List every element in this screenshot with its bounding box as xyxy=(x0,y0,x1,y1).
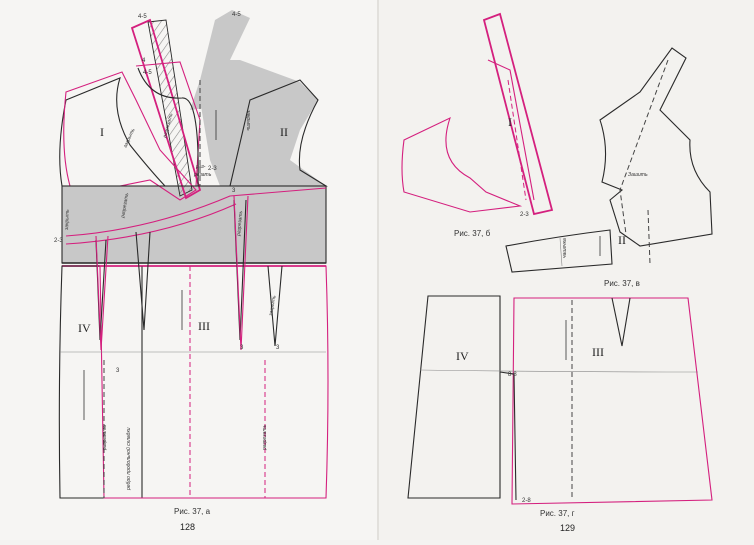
caption-37a: Рис. 37, а xyxy=(174,507,211,516)
note-rebro: ребро продольной складки xyxy=(125,427,132,491)
part-label-I-a: I xyxy=(100,125,104,139)
part-label-II-a: II xyxy=(280,125,288,139)
part-label-IV-g: IV xyxy=(456,349,469,363)
right-page xyxy=(378,0,754,540)
page-number-right: 129 xyxy=(560,523,575,533)
mark-45-right: 4-5 xyxy=(232,12,241,18)
part-label-III-a: III xyxy=(198,319,210,333)
mark-23-mid: 2-3 xyxy=(208,166,217,172)
mark-23-left: 2-3 xyxy=(54,238,63,244)
note-chashka: чашечка xyxy=(562,238,568,258)
mark-28: 2-8 xyxy=(522,498,531,504)
mark-23-b: 2-3 xyxy=(520,212,529,218)
part-label-III-g: III xyxy=(592,345,604,359)
note-razrezat-3: разрезать xyxy=(236,210,244,237)
note-razrezat-2: разрезать xyxy=(120,192,131,219)
mark-3-low-c: 3 xyxy=(276,345,280,351)
mark-4: 4 xyxy=(142,58,146,64)
part-label-IV-a: IV xyxy=(78,321,91,335)
note-zakryt-4: закрыть xyxy=(268,295,278,318)
figure-37b xyxy=(401,12,554,216)
mark-3-low-b: 3 xyxy=(240,345,244,351)
part-label-II-v: II xyxy=(618,233,626,247)
mark-88: 8-8 xyxy=(508,372,517,378)
note-zakryt-3: закрыть xyxy=(64,209,71,231)
note-razrezat-5: разрезать xyxy=(262,425,268,451)
mark-45-top: 4-5 xyxy=(138,14,147,20)
caption-37g: Рис. 37, г xyxy=(540,509,575,518)
figure-37g xyxy=(407,295,713,505)
note-raz: раз- xyxy=(195,164,206,170)
mark-3-right: 3 xyxy=(232,188,236,194)
page-number-left: 128 xyxy=(180,522,195,532)
gray-strap xyxy=(190,10,250,110)
figure-37a xyxy=(58,10,329,499)
part-label-I-b: I xyxy=(508,115,512,129)
mark-3-low-a: 3 xyxy=(116,368,120,374)
note-rezat: резать xyxy=(193,172,212,178)
caption-37v: Рис. 37, в xyxy=(604,279,640,288)
figure-37v xyxy=(505,47,713,273)
note-zashit: Зашить xyxy=(628,172,648,178)
caption-37b: Рис. 37, б xyxy=(454,229,491,238)
note-zakryt-2: закрыть xyxy=(245,109,251,131)
mark-45-mid: 4-5 xyxy=(143,70,152,76)
note-razrezat-4: разрезать xyxy=(102,425,108,451)
left-page xyxy=(0,0,378,540)
